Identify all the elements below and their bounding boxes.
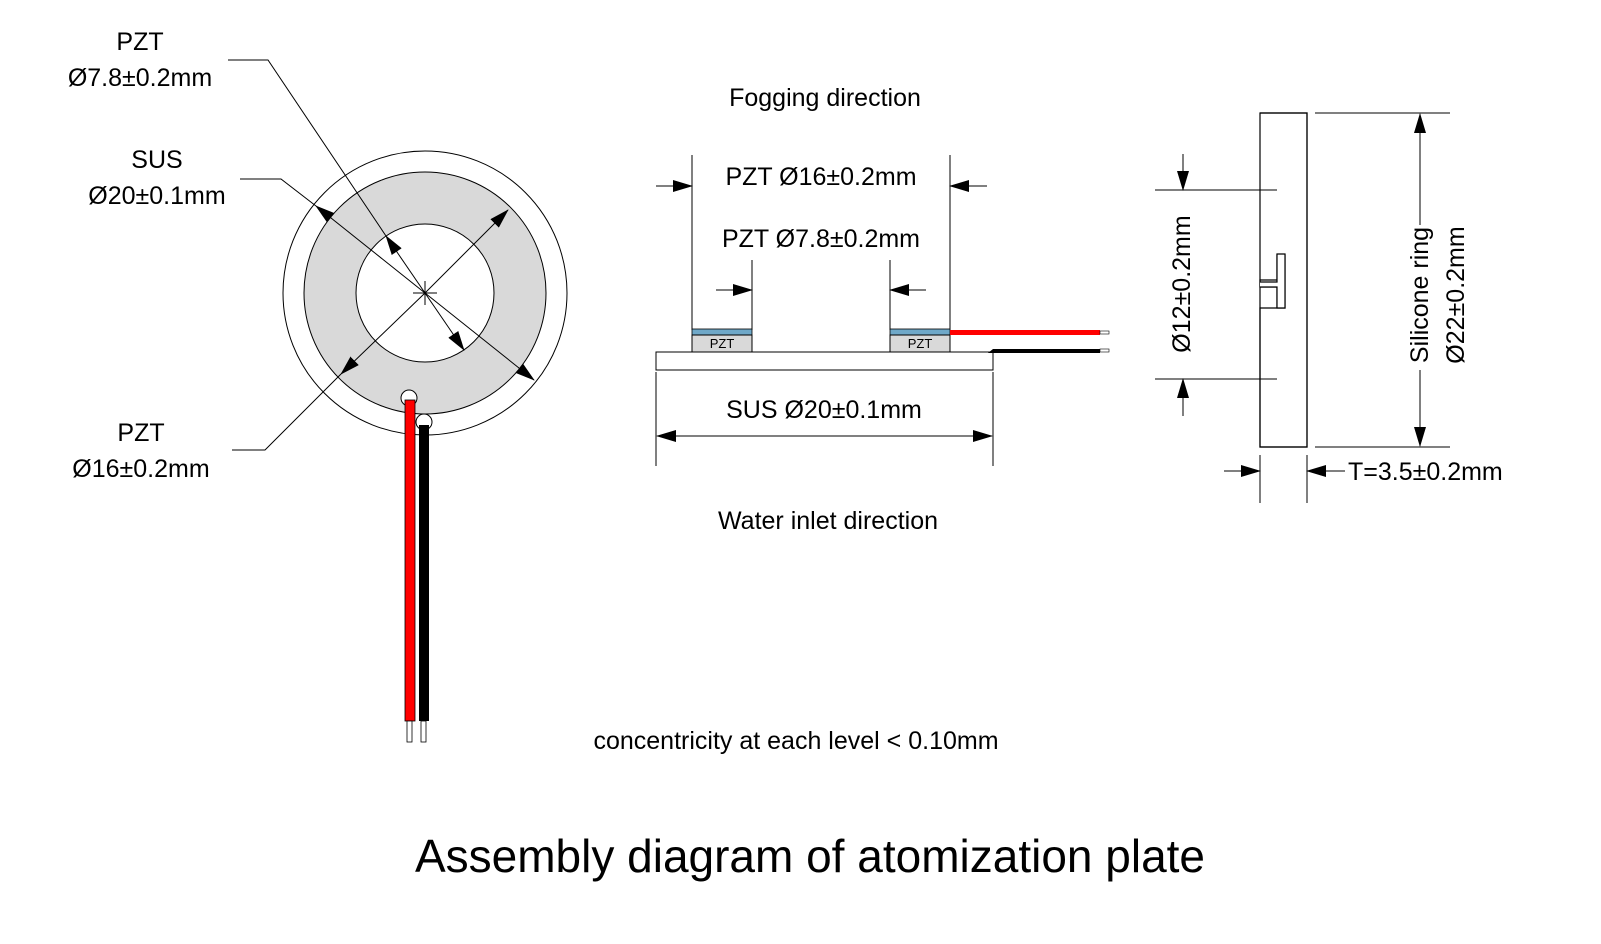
- ring-label: Silicone ring: [1406, 227, 1434, 363]
- side-wire-black: [988, 349, 1100, 353]
- sus-arrow-a: [315, 205, 426, 294]
- wire-red: [404, 399, 416, 722]
- water-inlet-direction-label: Water inlet direction: [718, 507, 938, 535]
- top-view: PZT Ø7.8±0.2mm SUS Ø20±0.1mm PZT Ø16±0.2…: [68, 28, 568, 743]
- wire-black-tip: [420, 720, 427, 743]
- pzt-left-coat: [691, 328, 753, 336]
- side-wire-red-tip: [1099, 330, 1110, 335]
- pzt-inner-dim: Ø7.8±0.2mm: [68, 64, 212, 92]
- thickness-label: T=3.5±0.2mm: [1348, 458, 1503, 486]
- ring-view: Ø12±0.2mm Silicone ring Ø22±0.2mm T=3.5±…: [1155, 112, 1503, 503]
- sus-dim-label: SUS Ø20±0.1mm: [726, 396, 922, 424]
- pzt-inner-dim-label: PZT Ø7.8±0.2mm: [722, 225, 920, 253]
- pzt-outer-name: PZT: [117, 419, 164, 447]
- pzt-left-tag: PZT: [710, 336, 735, 351]
- wire-red-tip: [406, 720, 413, 743]
- pzt-inner-leader: [228, 59, 387, 237]
- pzt-outer-arrow-b: [340, 292, 426, 375]
- sus-dim: Ø20±0.1mm: [88, 182, 225, 210]
- side-wire-black-tip: [1099, 348, 1110, 353]
- pzt-outer-dim: Ø16±0.2mm: [72, 455, 209, 483]
- sus-plate-side: [655, 351, 994, 371]
- sus-name: SUS: [131, 146, 182, 174]
- sus-leader: [240, 178, 317, 207]
- sus-arrow-b: [424, 292, 535, 381]
- side-wire-red: [950, 330, 1100, 335]
- silicone-ring-body: [1259, 112, 1308, 448]
- pzt-inner-arrow-b: [424, 292, 465, 351]
- side-view: Fogging direction Water inlet direction …: [655, 84, 1110, 535]
- wire-black: [419, 425, 429, 721]
- silicone-ring-groove: [1260, 253, 1286, 309]
- fogging-direction-label: Fogging direction: [729, 84, 921, 112]
- pzt-outer-leader: [232, 373, 342, 451]
- concentricity-note: concentricity at each level < 0.10mm: [593, 727, 998, 755]
- pzt-inner-arrow-a: [385, 235, 426, 294]
- pzt-right-tag: PZT: [908, 336, 933, 351]
- pzt-outer-dim-label: PZT Ø16±0.2mm: [725, 163, 916, 191]
- ring-outer-dim-label: Ø22±0.2mm: [1442, 226, 1470, 363]
- pzt-right-coat: [889, 328, 951, 336]
- pzt-outer-arrow-a: [424, 209, 509, 294]
- pzt-inner-name: PZT: [116, 28, 163, 56]
- diagram-title: Assembly diagram of atomization plate: [415, 830, 1205, 882]
- ring-inner-dim-label: Ø12±0.2mm: [1168, 215, 1196, 352]
